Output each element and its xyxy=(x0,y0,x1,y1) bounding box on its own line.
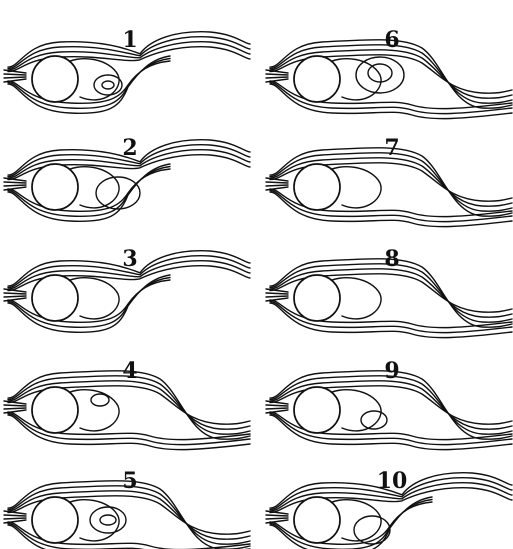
inlet-streamline xyxy=(4,515,26,516)
inlet-streamline xyxy=(4,187,26,190)
cylinder xyxy=(294,164,340,210)
inlet-streamline xyxy=(4,410,26,413)
inlet-streamline xyxy=(4,298,26,301)
cylinder xyxy=(32,497,78,543)
inlet-streamline xyxy=(4,74,26,75)
vortex-core-contour xyxy=(100,515,116,525)
vortex-contour xyxy=(361,411,387,429)
inlet-streamline xyxy=(266,298,288,301)
inlet-streamline xyxy=(266,515,288,516)
cylinder xyxy=(32,387,78,433)
inlet-streamline xyxy=(266,405,288,406)
vortex-contour xyxy=(90,507,126,533)
streamline-panel: 5 xyxy=(4,468,250,549)
streamline-panel: 9 xyxy=(266,358,512,450)
streamline-panel: 1 xyxy=(4,27,250,113)
streamline-panel: 6 xyxy=(266,27,512,119)
inlet-streamline xyxy=(4,408,26,409)
cylinder xyxy=(294,497,340,543)
inlet-streamline xyxy=(266,520,288,523)
cylinder xyxy=(294,387,340,433)
inlet-streamline xyxy=(266,187,288,190)
inlet-streamline xyxy=(4,185,26,186)
inlet-streamline xyxy=(266,293,288,294)
inlet-streamline xyxy=(266,518,288,519)
vortex-core-contour xyxy=(368,64,392,82)
inlet-streamline xyxy=(266,74,288,75)
streamline-panel: 10 xyxy=(266,468,512,549)
inlet-streamline xyxy=(4,405,26,406)
inlet-streamline xyxy=(4,77,26,78)
inlet-streamline xyxy=(4,79,26,82)
inlet-streamline xyxy=(4,518,26,519)
inlet-streamline xyxy=(266,182,288,183)
cylinder xyxy=(294,56,340,102)
inlet-streamline xyxy=(4,520,26,523)
inlet-streamline xyxy=(266,408,288,409)
inlet-streamline xyxy=(266,296,288,297)
inlet-streamline xyxy=(266,79,288,82)
inlet-streamline xyxy=(266,410,288,413)
inlet-streamline xyxy=(4,182,26,183)
vortex-contour xyxy=(91,394,109,406)
vortex-contour xyxy=(354,516,390,544)
streamline-panel: 2 xyxy=(4,135,250,221)
cylinder xyxy=(32,56,78,102)
cylinder xyxy=(32,164,78,210)
streamline-panel: 4 xyxy=(4,358,250,450)
streamline-panel: 7 xyxy=(266,135,512,227)
cylinder xyxy=(294,275,340,321)
panel-number-label: 10 xyxy=(377,468,408,494)
inlet-streamline xyxy=(266,77,288,78)
streamline-panel: 8 xyxy=(266,246,512,338)
inlet-streamline xyxy=(4,296,26,297)
inlet-streamline xyxy=(4,293,26,294)
inlet-streamline xyxy=(266,185,288,186)
streamline-panel: 3 xyxy=(4,246,250,332)
cylinder xyxy=(32,275,78,321)
vortex-core-contour xyxy=(102,81,114,89)
